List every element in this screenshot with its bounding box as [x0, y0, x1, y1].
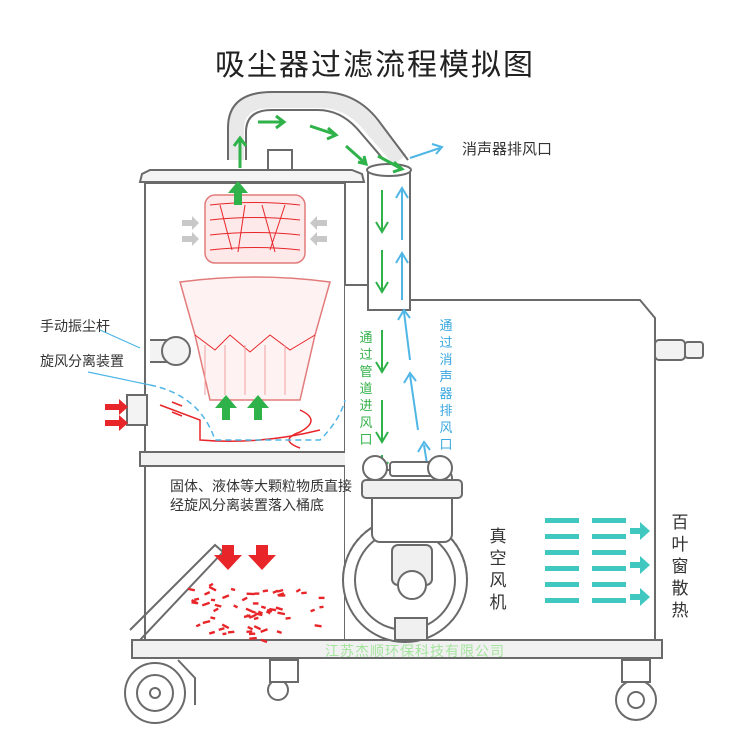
debris-particle: [251, 610, 256, 614]
debris-particle: [285, 616, 291, 620]
debris-particle: [275, 606, 283, 611]
debris-particle: [218, 627, 225, 632]
leader-lines: [87, 329, 151, 386]
debris-particle: [248, 613, 257, 619]
debris-particle: [187, 587, 196, 592]
debris-particle: [277, 592, 285, 597]
debris-particle: [254, 612, 263, 617]
arrow-up-icon: [215, 181, 269, 420]
debris-particle: [230, 587, 236, 592]
debris-particle: [221, 623, 230, 630]
muffler-exhaust-label: 消声器排风口: [462, 140, 553, 158]
debris-particle: [260, 628, 268, 634]
vacuum-fan-label: 真空风机: [489, 527, 507, 613]
debris-particle: [252, 602, 259, 605]
debris-particle: [214, 603, 222, 608]
debris-particles: [187, 582, 325, 644]
cyclone-label: 旋风分离装置: [40, 354, 124, 370]
pipe-flow-arrows: [232, 114, 405, 174]
debris-particle: [254, 592, 260, 595]
debris-particle: [204, 591, 211, 596]
louver-label: 百叶窗散热: [671, 513, 689, 621]
debris-particle: [249, 636, 257, 640]
debris-particle: [227, 630, 235, 634]
debris-particle: [272, 589, 279, 594]
debris-particle: [318, 596, 325, 600]
company-watermark: 江苏杰顺环保科技有限公司: [325, 644, 505, 660]
debris-particle: [319, 605, 324, 609]
manual-shaker-label: 手动振尘杆: [40, 319, 110, 335]
debris-particle: [245, 607, 253, 613]
debris-particle: [260, 605, 267, 610]
debris-particle: [222, 632, 227, 636]
debris-particle: [202, 619, 211, 625]
inlet-pipe-label: 通过管道进风口: [359, 331, 373, 448]
debris-particle: [295, 588, 301, 593]
debris-particle: [213, 607, 219, 613]
arrow-right-icon: [630, 522, 650, 606]
inlet-red-arrows: [105, 399, 128, 431]
debris-particle: [253, 616, 259, 621]
debris-particle: [191, 598, 198, 604]
debris-particle: [208, 585, 217, 592]
debris-particle: [266, 608, 273, 613]
debris-particle: [201, 601, 211, 607]
debris-particle: [194, 597, 200, 601]
debris-particle: [277, 611, 286, 616]
debris-particle: [195, 623, 201, 628]
debris-particle: [222, 594, 230, 600]
machine-body: [124, 91, 704, 724]
red-down-arrows: [214, 545, 276, 570]
debris-particle: [210, 598, 216, 602]
debris-particle: [246, 592, 255, 596]
side-arrows: [182, 216, 327, 246]
louver-vents: [545, 518, 626, 603]
debris-particle: [253, 625, 262, 631]
debris-particle: [248, 632, 256, 636]
debris-particle: [276, 588, 284, 593]
solids-note: 固体、液体等大颗粒物质直接经旋风分离装置落入桶底: [170, 479, 352, 514]
debris-particle: [241, 596, 248, 602]
debris-particle: [246, 630, 253, 633]
debris-particle: [210, 616, 216, 620]
debris-particle: [257, 610, 264, 615]
debris-particle: [233, 604, 239, 609]
debris-particle: [269, 607, 277, 612]
fan-motor-icon: [342, 455, 468, 643]
debris-particle: [208, 582, 214, 587]
muffler-outlet-label: 通过消声器排风口: [439, 319, 453, 453]
debris-particle: [301, 591, 307, 595]
filter-icon: [179, 194, 331, 401]
debris-particle: [262, 589, 269, 593]
debris-particle: [243, 614, 251, 619]
debris-particle: [314, 624, 322, 628]
debris-particle: [208, 630, 216, 635]
page-title: 吸尘器过滤流程模拟图: [215, 48, 535, 83]
debris-particle: [276, 630, 283, 635]
debris-particle: [260, 638, 268, 644]
arrow-down-icon: [375, 190, 389, 474]
debris-particle: [310, 608, 316, 613]
debris-particle: [247, 625, 254, 631]
debris-particle: [265, 610, 271, 615]
